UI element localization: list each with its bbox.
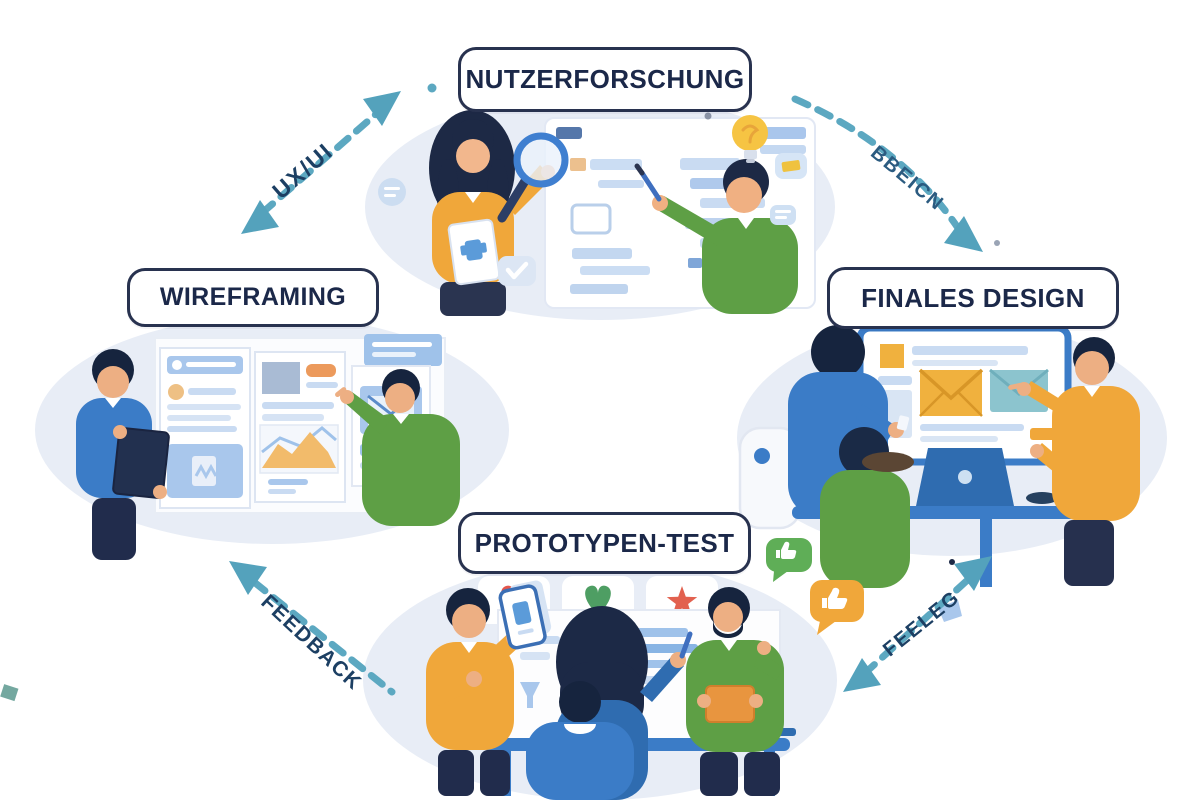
monitor-icon xyxy=(856,324,1072,466)
tablet-icon xyxy=(705,685,755,723)
person-boy-green-back xyxy=(820,427,914,588)
person-man-green-tablet xyxy=(686,587,784,796)
decor-bubble xyxy=(393,617,415,639)
thumbs-up-bubble-green-icon xyxy=(766,538,812,582)
arrow-feeleg xyxy=(843,556,992,692)
arrows-layer xyxy=(229,83,1000,696)
stage-badge-nutzerforschung: NUTZERFORSCHUNG xyxy=(458,47,752,112)
person-blue-back xyxy=(526,681,634,800)
avatar-icon xyxy=(168,384,184,400)
arrowhead-down-left xyxy=(241,200,279,234)
thumbs-up-bubble-orange-icon xyxy=(810,580,864,635)
decor-shape xyxy=(0,684,19,702)
arrow-bbeicn xyxy=(791,95,1000,252)
desk-accessory xyxy=(1026,492,1058,504)
pen-icon xyxy=(679,631,693,659)
decor-dot xyxy=(704,112,712,120)
stage-badge-prototypen-test: PROTOTYPEN-TEST xyxy=(458,512,751,574)
stage-label-wireframing: WIREFRAMING xyxy=(159,283,347,311)
person-man-orange-phone xyxy=(426,580,552,796)
stage-label-finales-design: FINALES DESIGN xyxy=(861,282,1085,313)
arrowhead-up-left xyxy=(229,561,267,595)
document-icon xyxy=(167,444,243,498)
tablet-icon xyxy=(447,218,501,286)
star-icon xyxy=(666,586,698,615)
laptop-icon xyxy=(916,448,1014,506)
chat-bubble-icon xyxy=(770,205,796,225)
lightbulb-icon xyxy=(732,115,768,163)
smartphone-icon xyxy=(498,580,552,650)
person-man-orange-pointing xyxy=(1008,337,1140,586)
person-man-blue-tablet xyxy=(76,349,170,560)
pen-icon xyxy=(634,163,662,202)
check-bubble-icon xyxy=(498,256,536,286)
stage-badge-finales-design: FINALES DESIGN xyxy=(827,267,1119,329)
decor-dot xyxy=(994,240,1000,246)
wireframe-panel-left xyxy=(159,347,251,509)
stage-badge-wireframing: WIREFRAMING xyxy=(127,268,379,327)
funnel-icon xyxy=(520,682,540,708)
arrow-uxui xyxy=(241,83,437,234)
scene-nutzerforschung xyxy=(365,94,835,320)
wireframe-panel-center xyxy=(254,351,346,503)
tablet-icon xyxy=(112,427,170,499)
arrow-feedback xyxy=(229,561,396,696)
ticket-bubble-icon xyxy=(775,153,807,179)
arrowhead-up-right xyxy=(363,91,401,126)
stage-label-nutzerforschung: NUTZERFORSCHUNG xyxy=(465,64,745,94)
arrowhead-down-left xyxy=(843,658,881,692)
scene-prototypen-test xyxy=(0,538,962,800)
arrowhead-down-right xyxy=(944,216,983,252)
person-man-with-pen xyxy=(634,159,798,314)
decor-paper xyxy=(938,600,962,622)
search-bar-icon xyxy=(167,356,243,374)
scene-wireframing xyxy=(35,316,509,560)
notes-circle-icon xyxy=(378,178,406,206)
area-chart-icon xyxy=(259,424,339,474)
person-woman-researcher xyxy=(429,110,569,316)
magnifier-icon xyxy=(497,132,569,223)
stage-label-prototypen-test: PROTOTYPEN-TEST xyxy=(474,527,735,558)
scene-finales-design xyxy=(737,320,1167,588)
decor-dot xyxy=(949,559,955,565)
arrowhead-up-right xyxy=(954,556,992,591)
envelope-icon xyxy=(918,368,984,417)
person-man-green-pointing xyxy=(335,369,460,526)
